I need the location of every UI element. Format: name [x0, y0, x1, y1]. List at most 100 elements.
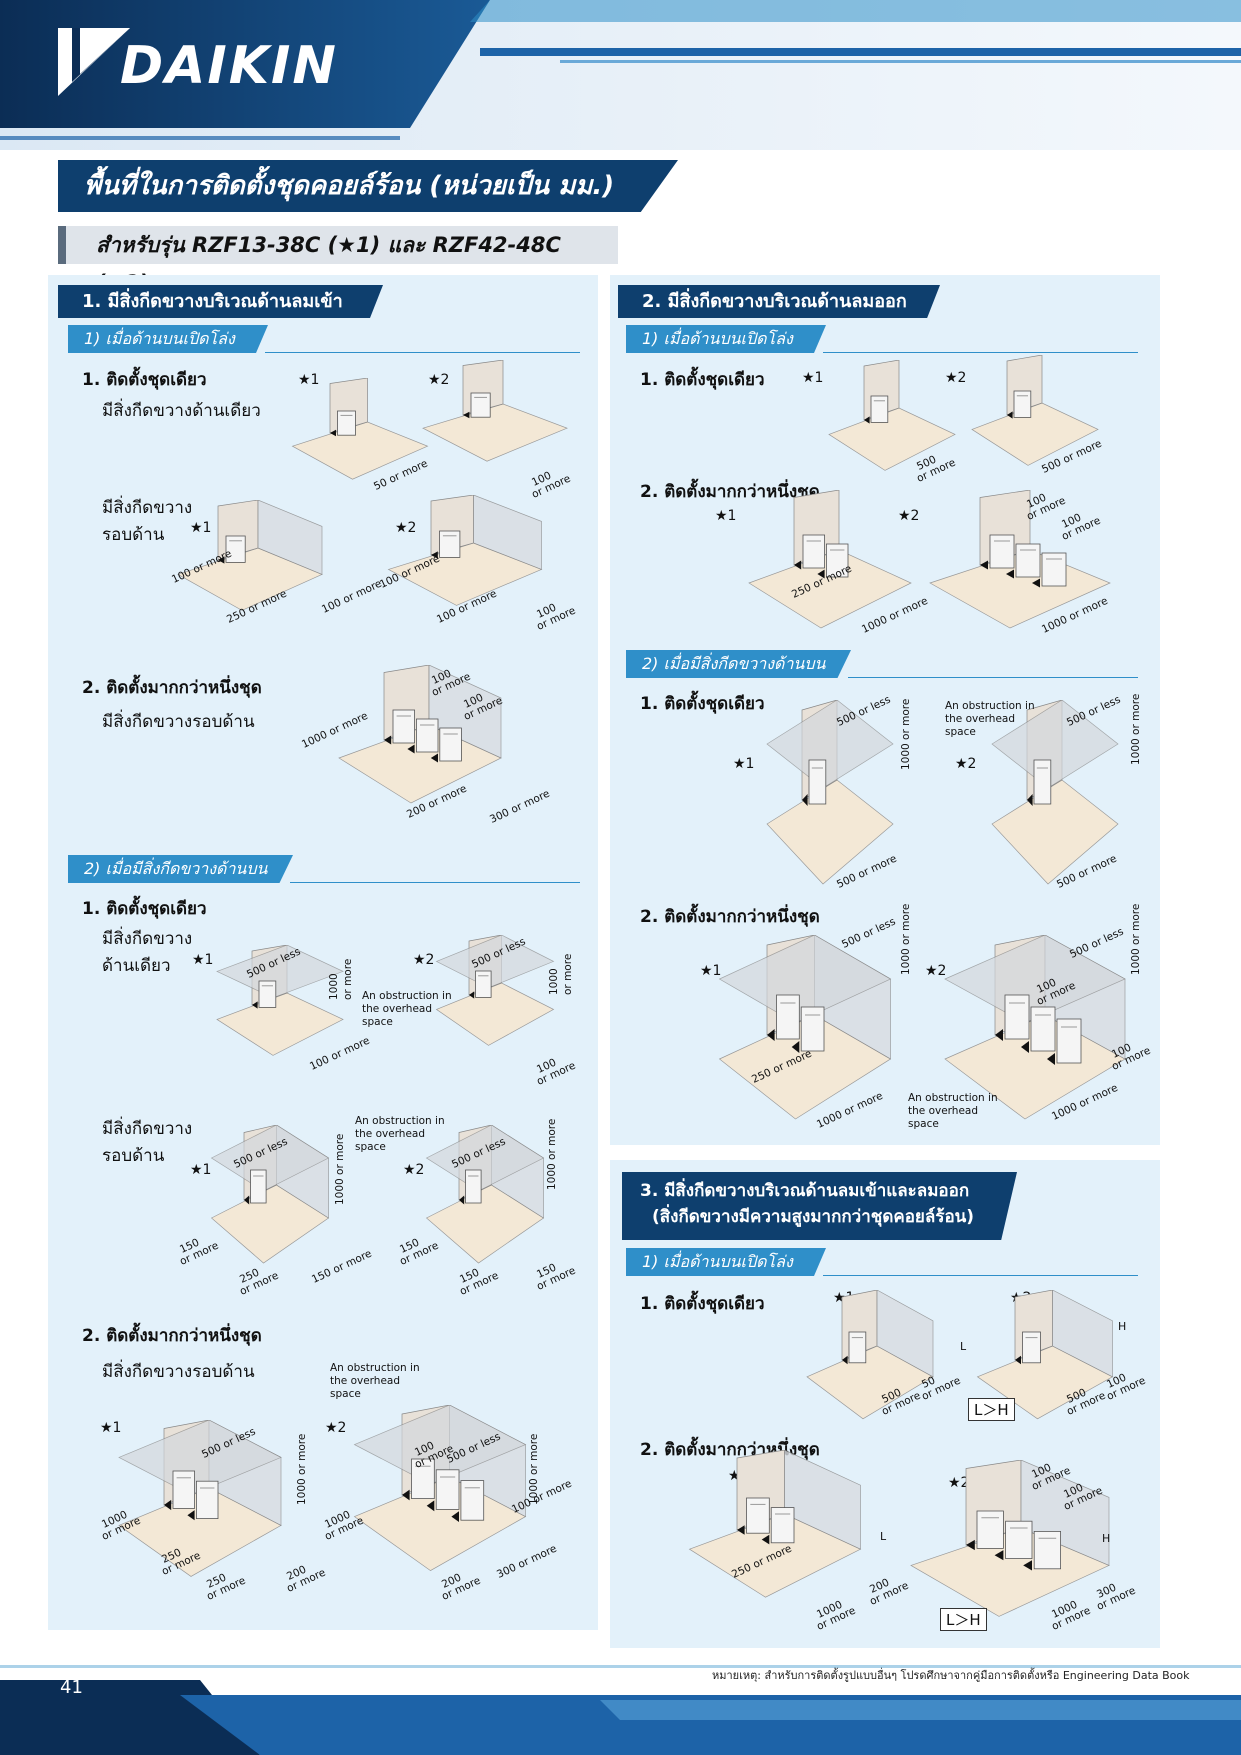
star-marker: ★1 [733, 756, 755, 772]
installation-diagram [216, 945, 344, 1056]
installation-diagram [828, 360, 956, 471]
item-sublabel: ด้านเดียว [102, 956, 171, 976]
divider [823, 1275, 1138, 1276]
obstruction-note: An obstruction in the overhead space [945, 700, 1035, 738]
footer-band [0, 1665, 1241, 1755]
dimension-label: 1000 or more [1130, 903, 1142, 975]
dimension-label: L [880, 1530, 887, 1543]
dimension-label: 1000 or more [546, 1118, 558, 1190]
obstruction-note: An obstruction in the overhead space [362, 990, 452, 1028]
installation-diagram [910, 1460, 1110, 1617]
dimension-label: 1000 or more [334, 1133, 346, 1205]
installation-diagram [944, 935, 1126, 1120]
page-number: 41 [60, 1677, 83, 1698]
star-marker: ★2 [955, 756, 977, 772]
section-2-header: 2. มีสิ่งกีดขวางบริเวณด้านลมออก [618, 285, 940, 318]
installation-diagram [929, 490, 1111, 629]
star-marker: ★1 [190, 1162, 212, 1178]
item-label: 1. ติดตั้งชุดเดียว [640, 694, 765, 714]
section-1a-header: 1) เมื่อด้านบนเปิดโล่ง [68, 325, 268, 353]
dimension-label: 1000 or more [296, 1433, 308, 1505]
item-label: 2. ติดตั้งมากกว่าหนึ่งชุด [640, 482, 820, 502]
star-marker: ★2 [395, 520, 417, 536]
dimension-label: H [1118, 1320, 1127, 1333]
dimension-label: or more [342, 958, 354, 1000]
item-label: 1. ติดตั้งชุดเดียว [82, 370, 207, 390]
installation-diagram [718, 935, 892, 1120]
dimension-label: 1000 or more [900, 903, 912, 975]
item-label: 1. ติดตั้งชุดเดียว [640, 1294, 765, 1314]
divider [290, 882, 580, 883]
section-3-subtitle: (สิ่งกีดขวางมีความสูงมากกว่าชุดคอยล์ร้อน… [652, 1207, 975, 1227]
installation-diagram [425, 1125, 545, 1264]
obstruction-note: An obstruction in the overhead space [330, 1362, 420, 1400]
item-sublabel: มีสิ่งกีดขวาง [102, 1119, 193, 1139]
installation-diagram [422, 360, 568, 462]
installation-diagram [210, 1125, 330, 1264]
item-label: 2. ติดตั้งมากกว่าหนึ่งชุด [82, 678, 262, 698]
installation-diagram [976, 1290, 1114, 1420]
footer-note: หมายเหตุ: สำหรับการติดตั้งรูปแบบอื่นๆ โป… [712, 1669, 1190, 1682]
dimension-label: or more [562, 953, 574, 995]
item-sublabel: รอบด้าน [102, 525, 165, 545]
section-2b-header: 2) เมื่อมีสิ่งกีดขวางด้านบน [626, 650, 851, 678]
installation-diagram [766, 700, 894, 885]
installation-diagram [118, 1420, 282, 1577]
page-title: พื้นที่ในการติดตั้งชุดคอยล์ร้อน (หน่วยเป… [58, 160, 678, 212]
item-label: 2. ติดตั้งมากกว่าหนึ่งชุด [640, 907, 820, 927]
item-sublabel: มีสิ่งกีดขวาง [102, 498, 193, 518]
star-marker: ★2 [413, 952, 435, 968]
lh-condition-box: L＞H [968, 1398, 1015, 1421]
installation-diagram [806, 1290, 934, 1420]
item-label: 2. ติดตั้งมากกว่าหนึ่งชุด [82, 1326, 262, 1346]
section-3-header: 3. มีสิ่งกีดขวางบริเวณด้านลมเข้าและลมออก… [622, 1172, 1017, 1240]
star-marker: ★2 [898, 508, 920, 524]
dimension-label: 1000 or more [900, 698, 912, 770]
star-marker: ★1 [802, 370, 824, 386]
installation-diagram [177, 500, 323, 611]
installation-diagram [991, 700, 1119, 885]
item-sublabel: มีสิ่งกีดขวาง [102, 929, 193, 949]
installation-diagram [748, 490, 912, 629]
section-2a-header: 1) เมื่อด้านบนเปิดโล่ง [626, 325, 826, 353]
item-sublabel: รอบด้าน [102, 1146, 165, 1166]
dimension-label: H [1102, 1532, 1111, 1545]
dimension-label: 1000 [548, 968, 560, 995]
dimension-label: L [960, 1340, 967, 1353]
star-marker: ★2 [403, 1162, 425, 1178]
star-marker: ★1 [715, 508, 737, 524]
page-subtitle: สำหรับรุ่น RZF13-38C (★1) และ RZF42-48C … [58, 226, 618, 295]
installation-diagram [291, 378, 429, 480]
installation-diagram [435, 935, 555, 1046]
daikin-logo-icon [58, 28, 130, 96]
installation-diagram [338, 665, 502, 804]
installation-diagram [971, 355, 1099, 466]
star-marker: ★1 [192, 952, 214, 968]
section-3a-header: 1) เมื่อด้านบนเปิดโล่ง [626, 1248, 826, 1276]
divider [848, 677, 1138, 678]
section-3-title: 3. มีสิ่งกีดขวางบริเวณด้านลมเข้าและลมออก [640, 1181, 970, 1201]
dimension-label: 1000 [328, 973, 340, 1000]
header-band [0, 0, 1241, 150]
star-marker: ★1 [700, 963, 722, 979]
star-marker: ★2 [945, 370, 967, 386]
star-marker: ★1 [190, 520, 212, 536]
star-marker: ★1 [100, 1420, 122, 1436]
obstruction-note: An obstruction in the overhead space [355, 1115, 445, 1153]
section-1b-header: 2) เมื่อมีสิ่งกีดขวางด้านบน [68, 855, 293, 883]
star-marker: ★2 [925, 963, 947, 979]
item-sublabel: มีสิ่งกีดขวางรอบด้าน [102, 1362, 255, 1382]
star-marker: ★2 [428, 372, 450, 388]
item-label: 1. ติดตั้งชุดเดียว [640, 370, 765, 390]
installation-diagram [387, 495, 543, 606]
star-marker: ★1 [298, 372, 320, 388]
brand-logo: DAIKIN [120, 36, 338, 96]
dimension-label: 1000 or more [1130, 693, 1142, 765]
lh-condition-box: L＞H [940, 1608, 987, 1631]
installation-diagram [353, 1405, 527, 1572]
obstruction-note: An obstruction in the overhead space [908, 1092, 998, 1130]
item-sublabel: มีสิ่งกีดขวางด้านเดียว [102, 401, 261, 421]
installation-diagram [688, 1450, 862, 1598]
star-marker: ★2 [948, 1475, 970, 1491]
divider [265, 352, 580, 353]
